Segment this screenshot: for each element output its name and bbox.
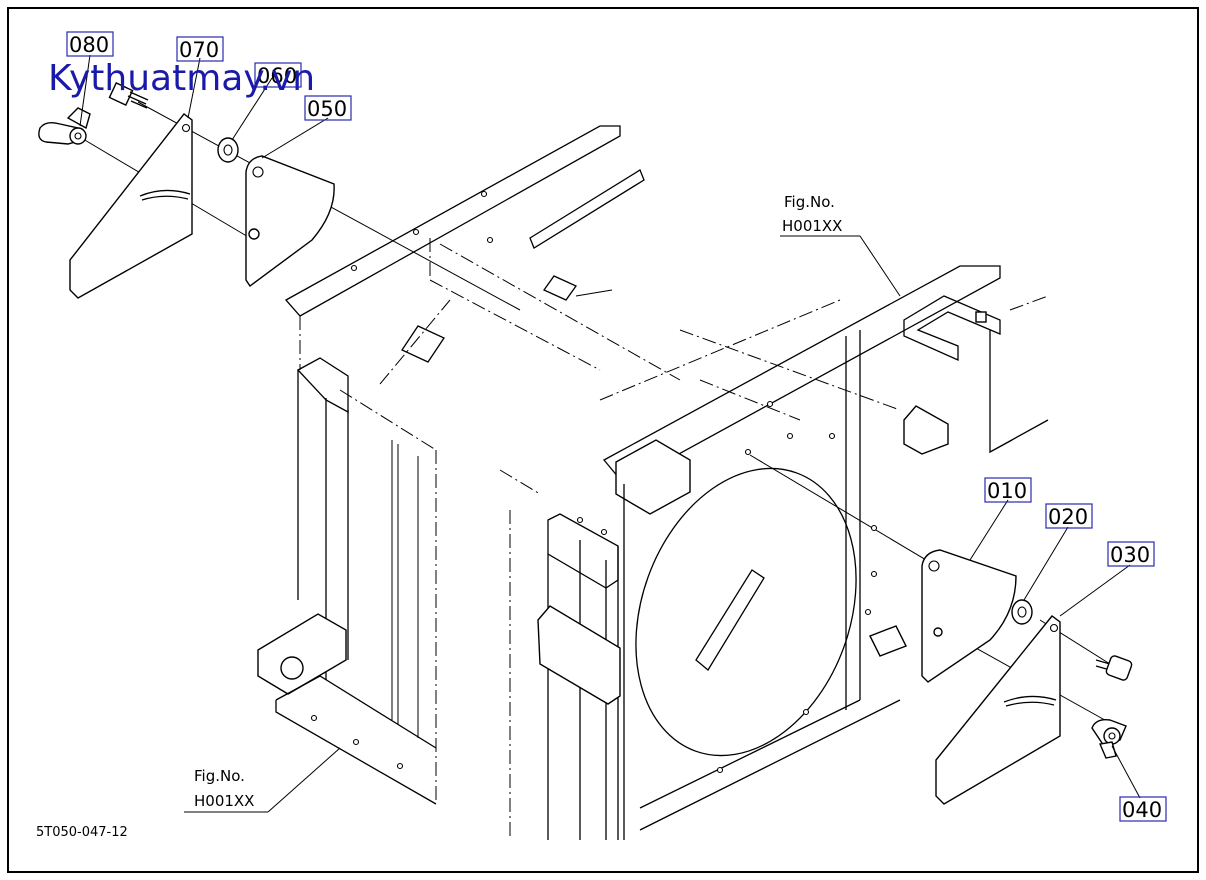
washer-upper (217, 137, 239, 163)
fan-shroud (599, 265, 1001, 840)
plate-070 (69, 113, 193, 299)
callout-label: 030 (1110, 543, 1150, 567)
bolt-upper (108, 82, 149, 109)
callout-050: 050 (304, 95, 352, 121)
figure-ref-line2: H001XX (782, 217, 842, 235)
callout-label: 060 (257, 64, 297, 88)
washer-lower (1011, 599, 1033, 625)
plate-030 (935, 615, 1061, 805)
callout-010: 010 (984, 477, 1032, 503)
figure-ref-line1: Fig.No. (194, 767, 245, 785)
callout-030: 030 (1107, 541, 1155, 567)
callout-080: 080 (66, 31, 114, 57)
callout-040: 040 (1119, 796, 1167, 822)
callout-070: 070 (176, 36, 224, 62)
callout-020: 020 (1045, 503, 1093, 529)
wing-nut-upper (38, 107, 91, 145)
center-column (499, 469, 621, 840)
leader-lines (79, 54, 1141, 813)
figure-ref-lower: Fig.No. H001XX (194, 767, 254, 810)
callout-label: 020 (1048, 505, 1088, 529)
left-column (257, 357, 437, 805)
plate-010 (921, 549, 1017, 683)
figure-ref-line2: H001XX (194, 792, 254, 810)
upper-right-bracket (903, 295, 1049, 455)
figure-ref-line1: Fig.No. (784, 193, 835, 211)
callout-label: 050 (307, 97, 347, 121)
drawing-border (7, 7, 1199, 873)
plate-050 (245, 155, 335, 288)
callout-label: 080 (69, 33, 109, 57)
callout-label: 070 (179, 38, 219, 62)
bolt-lower (1095, 655, 1133, 681)
wing-nut-lower (1091, 718, 1127, 759)
callout-label: 040 (1122, 798, 1162, 822)
callout-label: 010 (987, 479, 1027, 503)
watermark-text: Kythuatmay.vn (48, 58, 315, 99)
upper-shroud (284, 125, 681, 385)
callout-060: 060 (254, 62, 302, 88)
figure-ref-upper: Fig.No. H001XX (782, 193, 842, 235)
drawing-code: 5T050-047-12 (36, 825, 128, 840)
